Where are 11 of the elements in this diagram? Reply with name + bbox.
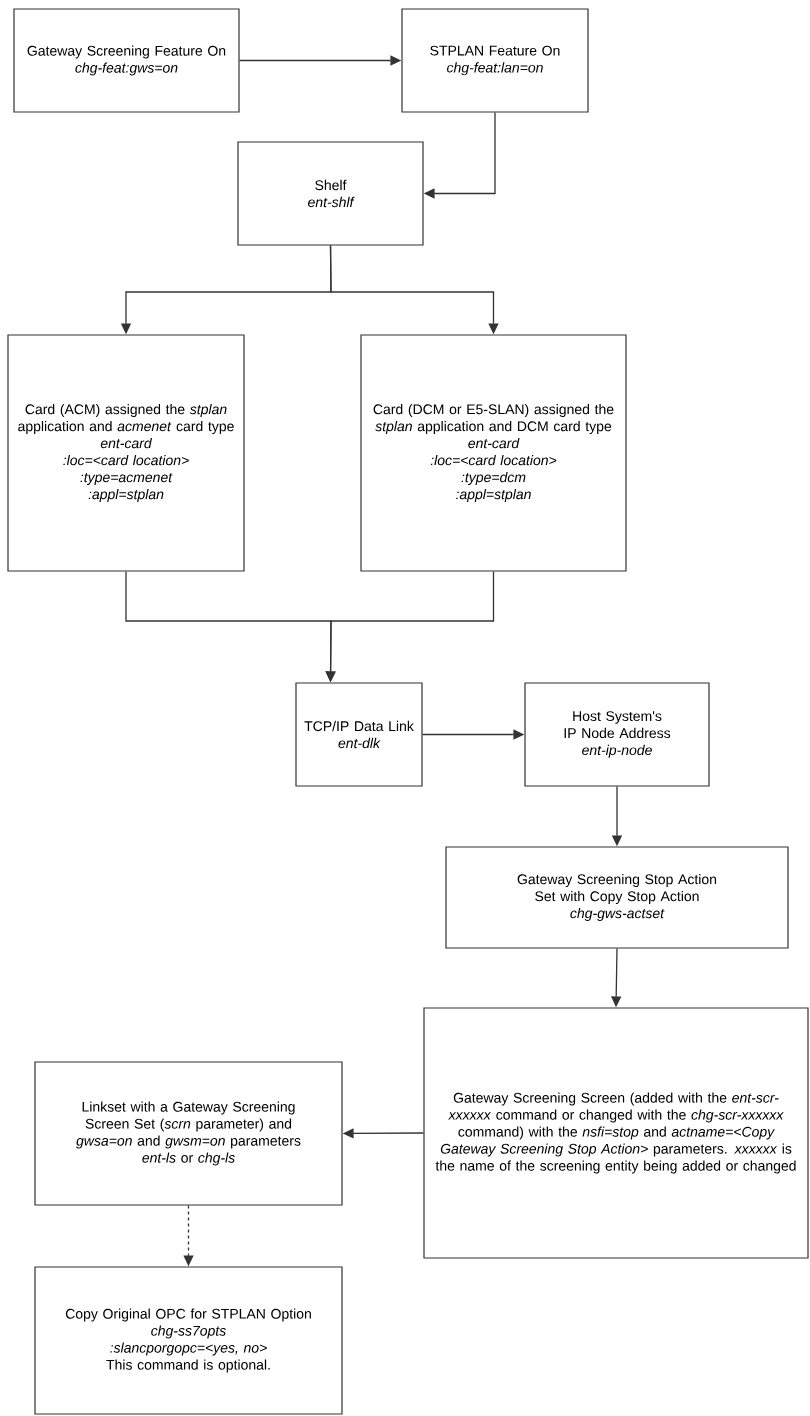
process-box: TCP/IP Data Link ent-dlk	[295, 682, 423, 787]
process-box: Linkset with a Gateway Screening Screen Set (scrn parameter) and gwsa=on and gwsm=on parameters ent-ls or chg-ls	[34, 1061, 343, 1206]
process-box: Card (ACM) assigned the stplan application and acmenet card type ent-card :loc=<card location> :type=acmenet :appl=stplan	[7, 334, 245, 572]
process-box: Gateway Screening Screen (added with the ent-scr-xxxxxx command or changed with the chg-scr-xxxxxx command) with the nsfi=stop and actname=<Copy Gateway Screening Stop Action> parameters. xxxxxx is the name of the screening entity being added or changed	[423, 1007, 809, 1259]
process-box: Gateway Screening Feature On chg-feat:gws=on	[13, 8, 240, 113]
process-box: Gateway Screening Stop Action Set with Copy Stop Action chg-gws-actset	[445, 846, 789, 949]
process-box: STPLAN Feature On chg-feat:lan=on	[401, 8, 589, 113]
process-box: Shelf ent-shlf	[237, 141, 424, 246]
process-box: Card (DCM or E5-SLAN) assigned the stplan application and DCM card type ent-card :loc=<card location> :type=dcm :appl=stplan	[360, 334, 627, 572]
process-box: Host System's IP Node Address ent-ip-node	[524, 682, 710, 787]
process-box: Copy Original OPC for STPLAN Option chg-ss7opts :slancporgopc=<yes, no> This command is optional.	[34, 1266, 343, 1415]
